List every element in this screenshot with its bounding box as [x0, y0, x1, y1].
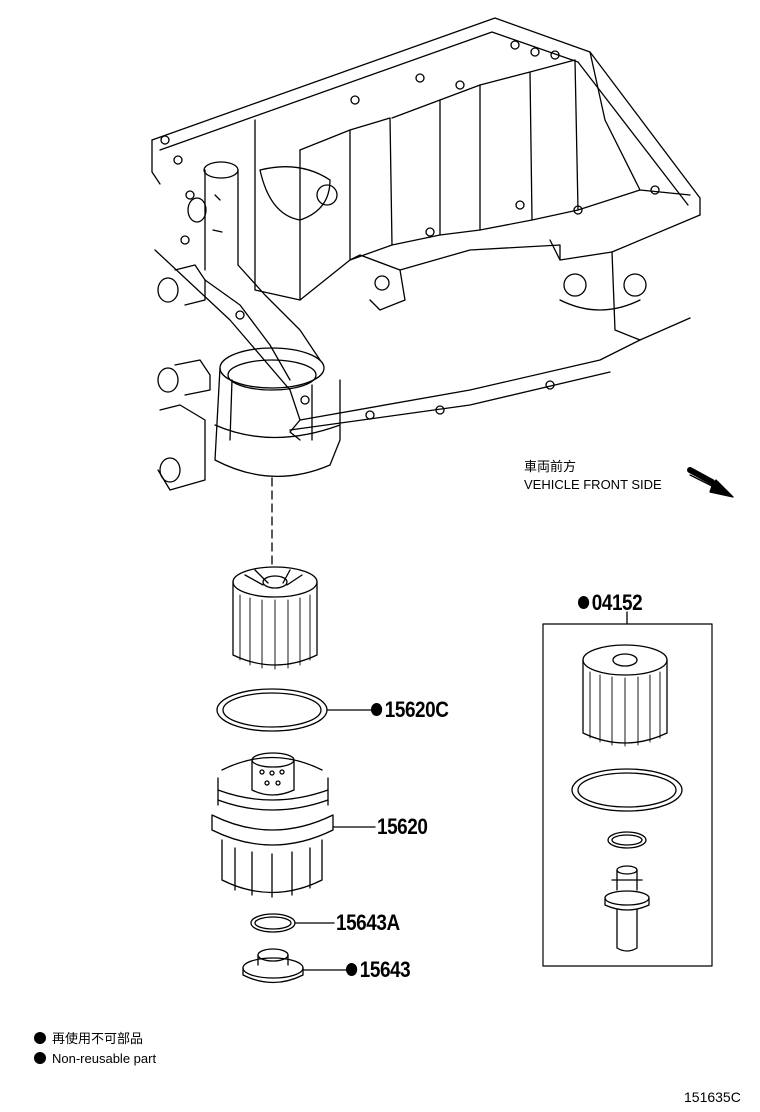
- legend-en: Non-reusable part: [34, 1052, 156, 1065]
- part-callout-15620[interactable]: 15620: [377, 814, 428, 839]
- non-reusable-dot-icon: [578, 596, 590, 609]
- non-reusable-dot-icon: [346, 963, 358, 976]
- o-ring-large-illustration: [216, 688, 328, 732]
- legend-jp: 再使用不可部品: [34, 1032, 143, 1045]
- part-number: 04152: [591, 590, 643, 615]
- filled-circle-icon: [34, 1052, 46, 1064]
- non-reusable-dot-icon: [371, 703, 383, 716]
- kit-o-ring-large-illustration: [571, 768, 683, 812]
- kit-drain-fitting-illustration: [604, 865, 650, 952]
- filled-circle-icon: [34, 1032, 46, 1044]
- part-number: 15643: [359, 957, 411, 982]
- arrow-down-right-icon: [687, 467, 734, 498]
- kit-filter-element-illustration: [582, 644, 668, 747]
- part-callout-15643A[interactable]: 15643A: [336, 912, 400, 934]
- part-callout-15620C[interactable]: 15620C: [371, 697, 449, 722]
- kit-o-ring-small-illustration: [607, 831, 647, 849]
- figure-id: 151635C: [684, 1089, 741, 1105]
- vehicle-front-label-jp: 車両前方: [524, 459, 577, 474]
- part-number: 15620: [377, 814, 428, 839]
- drain-plug-illustration: [242, 948, 304, 984]
- vehicle-front-label-en: VEHICLE FRONT SIDE: [524, 477, 662, 492]
- part-callout-15643[interactable]: 15643: [346, 957, 411, 982]
- part-callout-04152[interactable]: 04152: [578, 590, 643, 615]
- kit-box: [542, 611, 713, 967]
- engine-block-illustration: [151, 17, 701, 491]
- part-number: 15643A: [336, 910, 400, 935]
- part-number: 15620C: [384, 697, 449, 722]
- filter-element-illustration: [232, 566, 318, 670]
- o-ring-small-illustration: [250, 913, 296, 933]
- filter-cap-illustration: [211, 752, 334, 898]
